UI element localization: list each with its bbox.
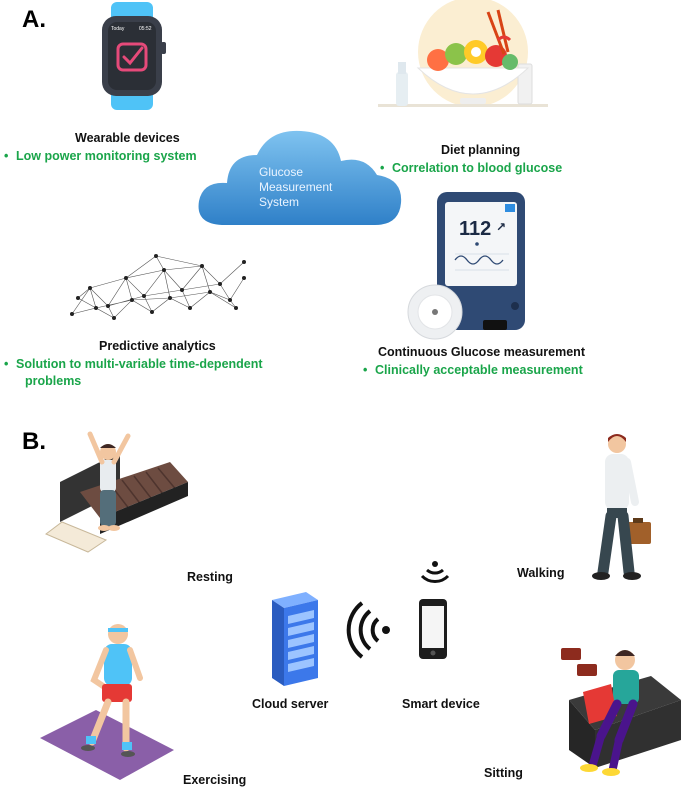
cloud-label-line-3: System xyxy=(259,195,300,209)
cloud-server-label: Cloud server xyxy=(252,697,329,711)
smart-device-label: Smart device xyxy=(402,697,480,711)
cloud-label-line-1: Glucose xyxy=(259,165,304,179)
glucose-meter-illustration: 112 ↗ xyxy=(405,188,530,340)
analytics-detail-line-2: problems xyxy=(25,374,82,388)
panel-b-label: B. xyxy=(22,428,46,455)
trend-arrow-icon: ↗ xyxy=(496,220,507,234)
bullet-icon: • xyxy=(4,149,9,163)
watch-time: 05:52 xyxy=(139,26,152,32)
cloud-label-line-2: Measurement xyxy=(259,180,333,194)
wifi-signal-icon xyxy=(346,601,392,659)
watch-day: Today xyxy=(111,26,125,32)
smart-device-illustration xyxy=(418,598,448,660)
analytics-detail: • Solution to multi-variable time-depende… xyxy=(4,356,263,373)
cgm-detail: • Clinically acceptable measurement xyxy=(363,362,583,379)
diet-detail-text: Correlation to blood glucose xyxy=(392,161,563,175)
resting-label: Resting xyxy=(187,570,233,584)
exercising-person-illustration xyxy=(40,610,175,780)
walking-person-illustration xyxy=(585,432,655,587)
diet-title: Diet planning xyxy=(441,143,521,157)
sitting-person-illustration xyxy=(555,640,685,780)
meter-reading: 112 xyxy=(459,218,492,240)
phone-wifi-icon xyxy=(420,560,450,586)
diet-detail: • Correlation to blood glucose xyxy=(380,160,562,177)
sitting-label: Sitting xyxy=(484,766,523,780)
cloud-label: Glucose Measurement System xyxy=(259,165,332,210)
cgm-detail-text: Clinically acceptable measurement xyxy=(375,363,583,377)
cgm-title: Continuous Glucose measurement xyxy=(378,345,585,359)
network-graph-illustration xyxy=(68,248,248,328)
bullet-icon: • xyxy=(380,161,385,175)
exercising-label: Exercising xyxy=(183,773,247,787)
smartwatch-illustration: Today 05:52 xyxy=(97,2,167,112)
cloud-server-illustration xyxy=(262,590,322,690)
diet-bowl-illustration xyxy=(378,0,548,112)
bullet-icon: • xyxy=(363,363,368,377)
wearable-detail-text: Low power monitoring system xyxy=(16,149,197,163)
walking-label: Walking xyxy=(517,566,565,580)
wearable-detail: • Low power monitoring system xyxy=(4,148,197,165)
analytics-title: Predictive analytics xyxy=(99,339,216,353)
cloud-illustration: Glucose Measurement System xyxy=(195,125,405,235)
bullet-icon: • xyxy=(4,357,9,371)
panel-a-label: A. xyxy=(22,6,46,33)
wearable-title: Wearable devices xyxy=(75,131,180,145)
resting-person-illustration xyxy=(45,422,190,562)
analytics-detail-line-1: Solution to multi-variable time-dependen… xyxy=(16,357,263,371)
